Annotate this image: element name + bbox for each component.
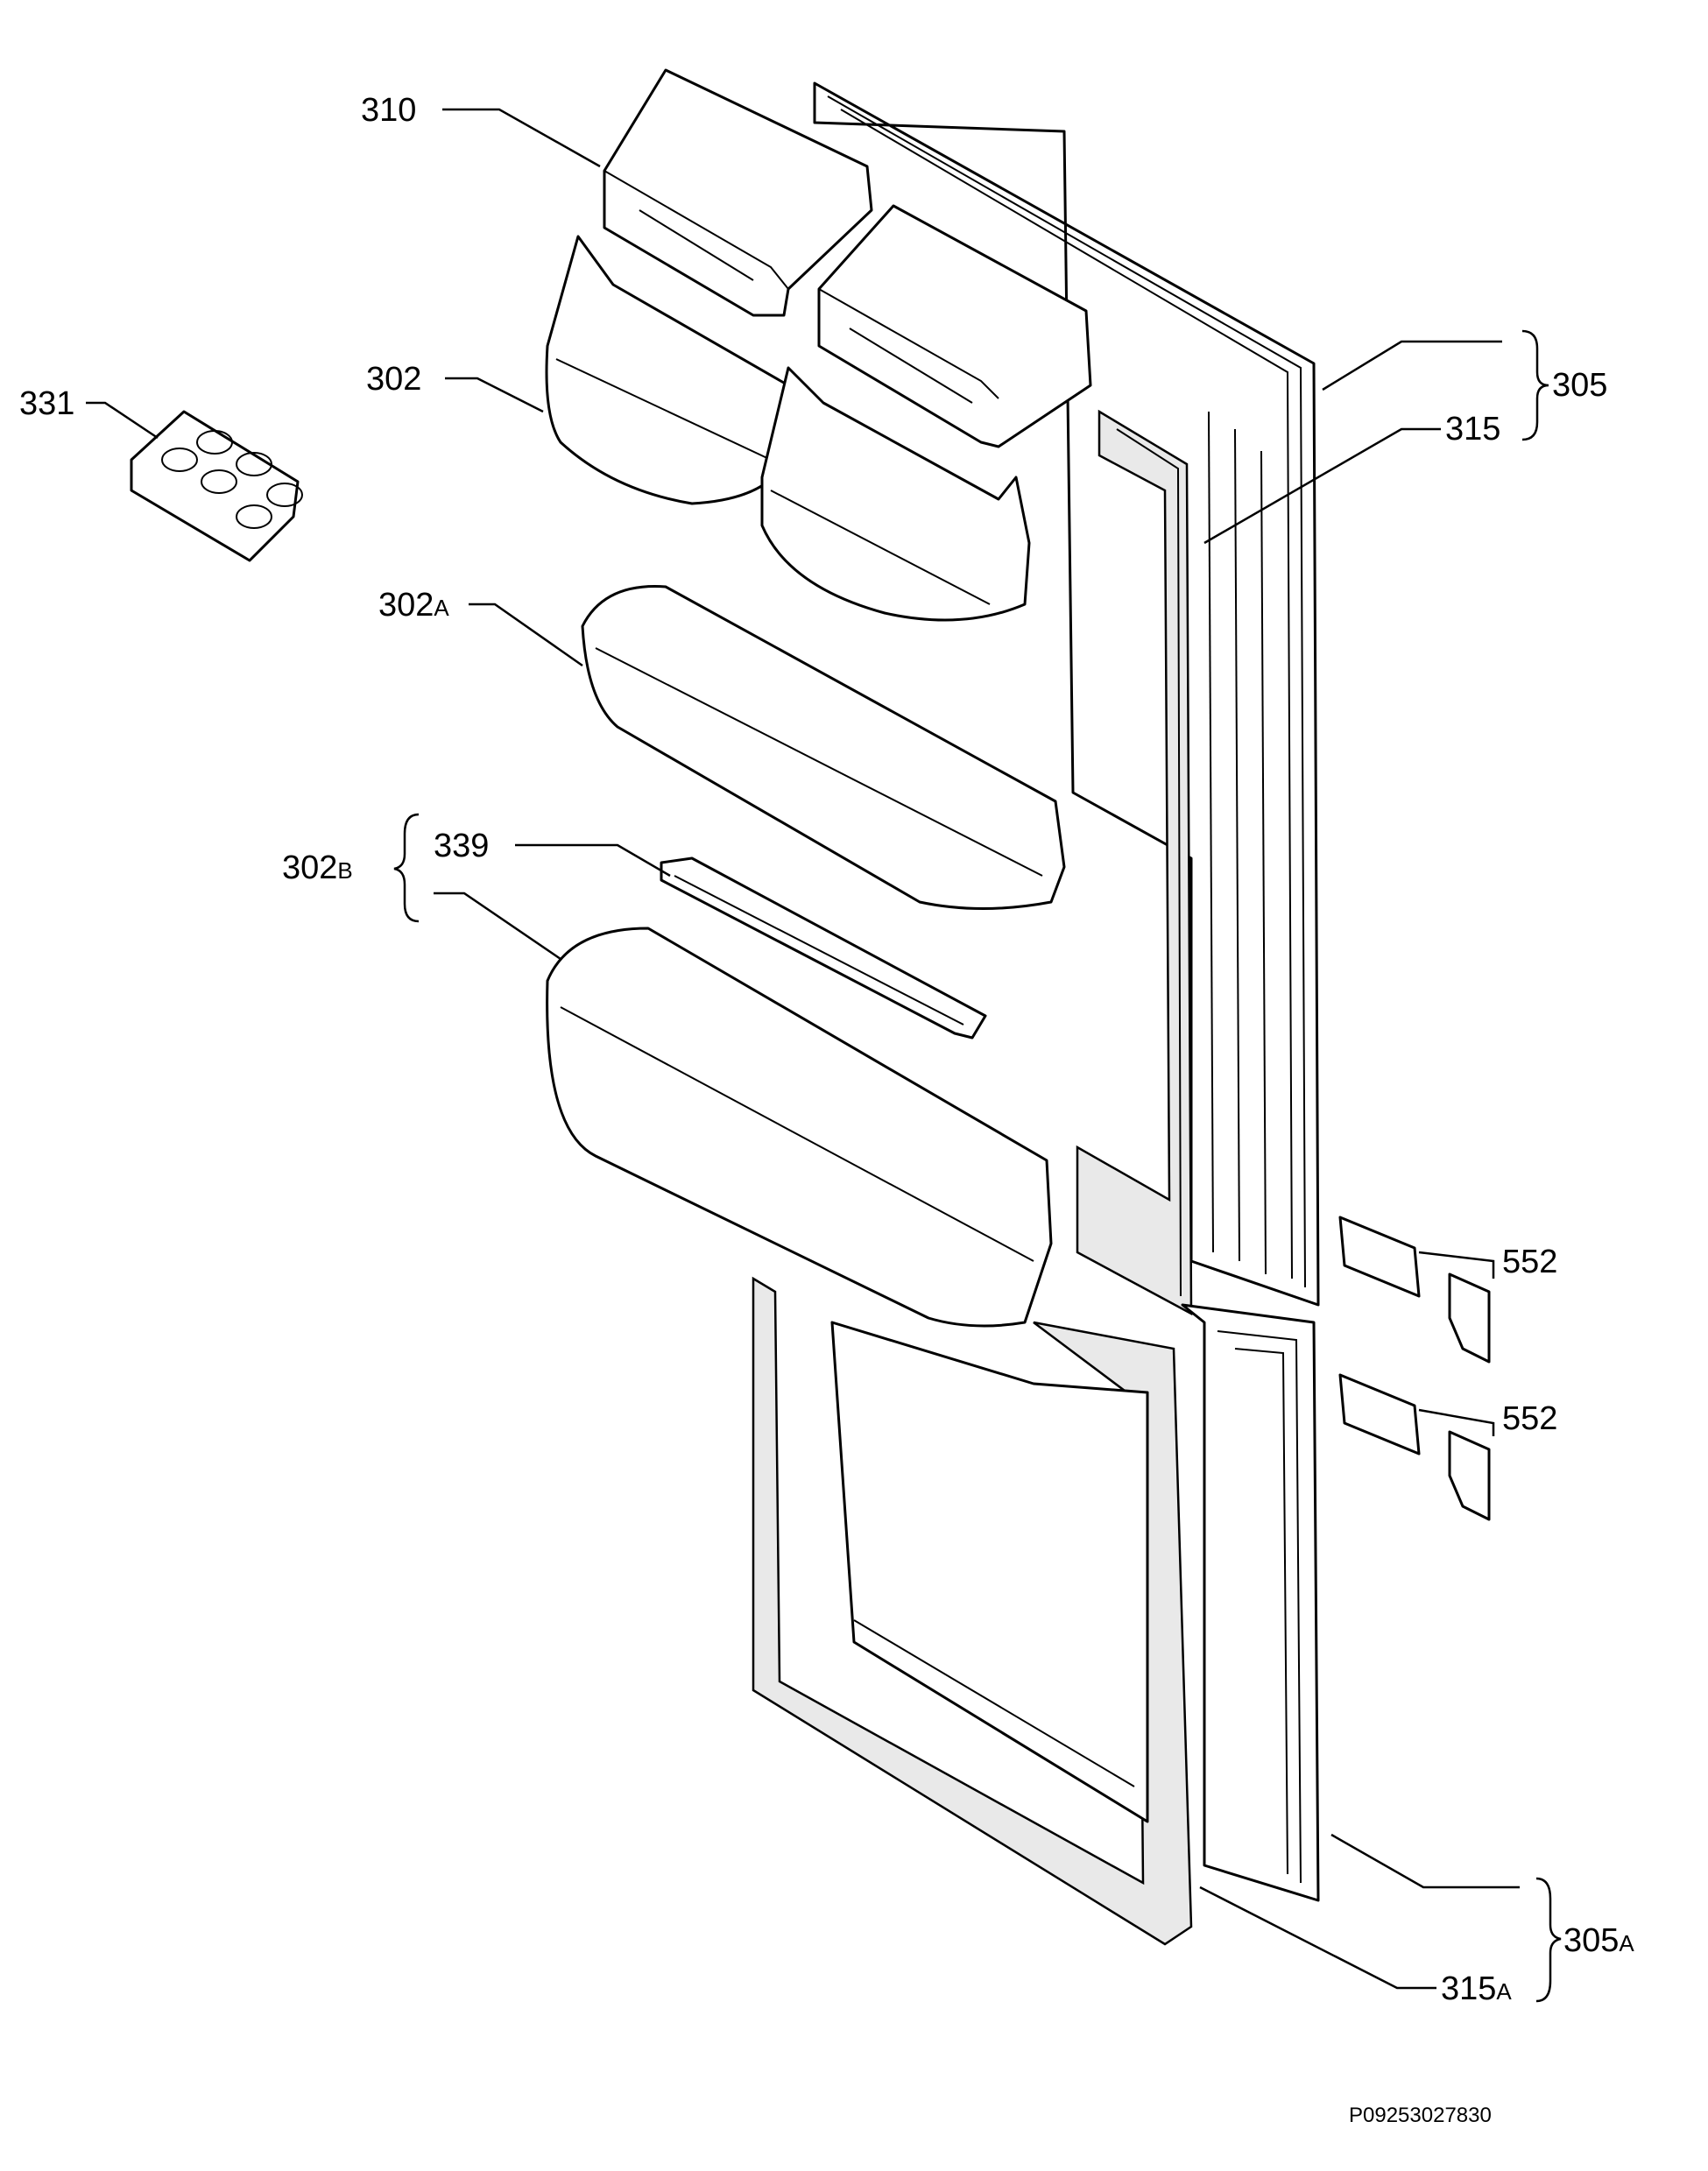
brace-302b bbox=[393, 813, 420, 923]
bottle-retainer-339 bbox=[660, 856, 987, 1040]
door-shelf-302a bbox=[581, 585, 1066, 910]
label-552-upper: 552 bbox=[1502, 1244, 1557, 1280]
lower-door-frame bbox=[1181, 1303, 1320, 1902]
dairy-lid-right bbox=[817, 204, 1092, 448]
label-552-lower: 552 bbox=[1502, 1400, 1557, 1437]
label-305a: 305A bbox=[1563, 1922, 1634, 1959]
label-302b: 302B bbox=[282, 849, 353, 886]
upper-door-gasket bbox=[1076, 409, 1193, 1316]
brace-305a bbox=[1535, 1877, 1562, 2003]
leader-lines bbox=[86, 108, 1520, 1990]
label-302a: 302A bbox=[378, 587, 449, 624]
label-331: 331 bbox=[19, 385, 74, 422]
label-302: 302 bbox=[366, 361, 421, 398]
label-315: 315 bbox=[1445, 411, 1500, 448]
label-339: 339 bbox=[434, 828, 489, 864]
upper-door-frame bbox=[813, 81, 1320, 1307]
drawing-code: P09253027830 bbox=[1349, 2104, 1492, 2127]
hinge-bracket-upper bbox=[1338, 1216, 1491, 1364]
door-shelf-302b bbox=[546, 927, 1053, 1328]
hinge-bracket-lower bbox=[1338, 1373, 1491, 1521]
small-shelf-right bbox=[760, 366, 1031, 622]
label-305: 305 bbox=[1552, 367, 1607, 404]
brace-305 bbox=[1521, 329, 1549, 441]
egg-tray-331 bbox=[130, 410, 303, 562]
label-310: 310 bbox=[361, 92, 416, 129]
lower-door-gasket bbox=[752, 1276, 1193, 1946]
dairy-lid-left bbox=[603, 68, 873, 317]
label-315a: 315A bbox=[1441, 1970, 1512, 2007]
